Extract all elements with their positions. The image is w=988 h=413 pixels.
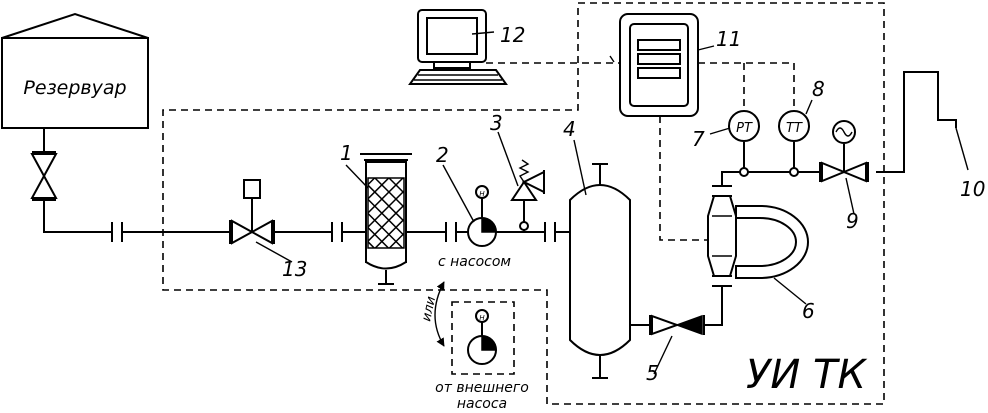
leader-lines: [255, 31, 969, 375]
filter-1-icon: [360, 153, 412, 285]
label-11: 11: [716, 27, 741, 51]
label-2: 2: [436, 143, 449, 167]
or-arrow-icon: [434, 281, 445, 347]
computer-12-icon: [408, 9, 508, 85]
reservoir-valve-icon: [30, 151, 58, 201]
pump-2-motor-mark: Н: [479, 190, 485, 198]
unit-boundary: [162, 2, 885, 405]
safety-valve-3-icon: [510, 159, 545, 232]
label-12: 12: [500, 23, 525, 47]
pt-label: PT: [736, 121, 753, 136]
label-1: 1: [340, 141, 353, 165]
label-9: 9: [846, 209, 859, 233]
or-caption: или: [419, 295, 439, 323]
external-pump-caption-line2: насоса: [457, 396, 507, 412]
unit-caption: УИ ТК: [746, 352, 867, 398]
label-4: 4: [563, 117, 576, 141]
pump-2-icon: Н: [467, 185, 497, 247]
with-pump-caption: с насосом: [438, 254, 511, 270]
check-valve-5-icon: [649, 314, 705, 336]
label-5: 5: [646, 361, 659, 385]
controller-11-icon: [619, 13, 699, 117]
tt-label: TT: [786, 121, 803, 136]
label-3: 3: [490, 111, 503, 135]
reservoir: Резервуар: [1, 12, 149, 129]
separator-vessel-4-icon: [569, 163, 631, 379]
outlet-pipeline: [630, 71, 957, 326]
label-7: 7: [692, 127, 705, 151]
main-pipeline: [43, 128, 570, 233]
external-pump-boundary: [451, 301, 515, 375]
label-6: 6: [802, 299, 815, 323]
pipe-flange-icon: [111, 222, 556, 242]
reservoir-label: Резервуар: [23, 77, 126, 99]
label-8: 8: [812, 77, 825, 101]
signal-lines: [486, 62, 795, 241]
external-pump-icon: Н: [467, 309, 497, 365]
external-pump-motor-mark: Н: [479, 314, 485, 322]
pressure-transmitter-pt-icon: PT: [728, 110, 760, 177]
control-valve-13-icon: [229, 179, 275, 245]
coriolis-flowmeter-6-icon: [707, 185, 809, 287]
label-13: 13: [282, 257, 307, 281]
label-10: 10: [960, 177, 985, 201]
control-valve-9-icon: [819, 120, 869, 183]
temperature-transmitter-tt-icon: TT: [778, 110, 810, 177]
external-pump-caption-line1: от внешнего: [435, 380, 529, 396]
